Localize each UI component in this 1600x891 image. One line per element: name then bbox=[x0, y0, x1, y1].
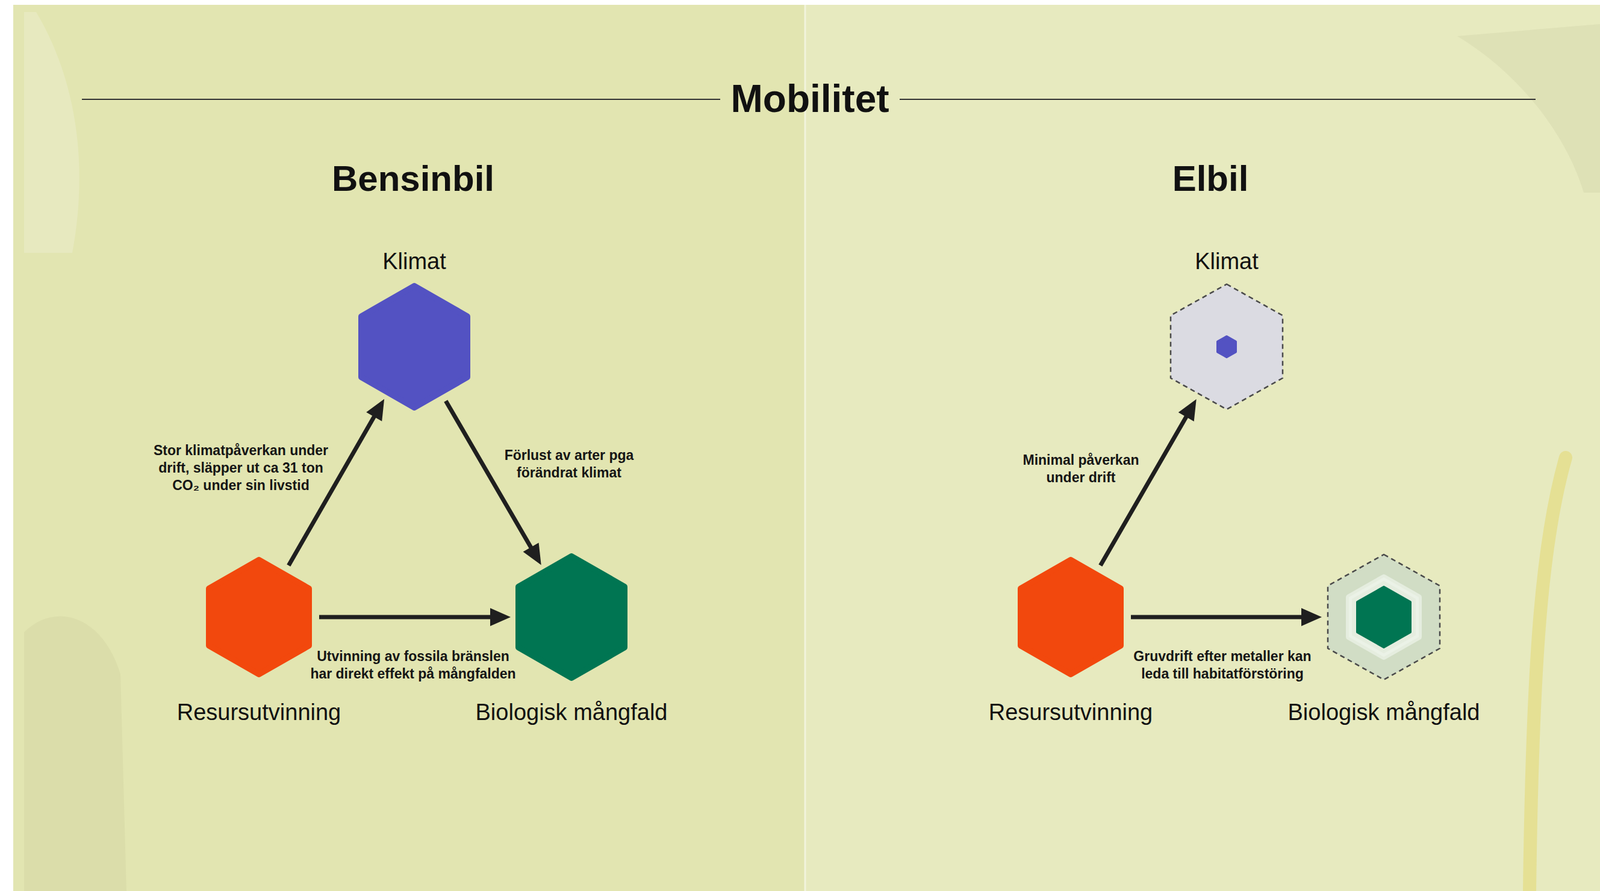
photo-shade bbox=[1457, 24, 1600, 193]
arrow-head bbox=[523, 543, 542, 566]
node-label: Resursutvinning bbox=[177, 699, 341, 726]
photo-shade bbox=[24, 616, 127, 891]
edge-label: Utvinning av fossila bränslen har direkt… bbox=[306, 647, 520, 683]
arrow-head bbox=[1301, 608, 1322, 627]
title-rule bbox=[899, 98, 1536, 100]
edge-label: Förlust av arter pga förändrat klimat bbox=[499, 446, 639, 482]
arrow-head bbox=[1178, 399, 1197, 422]
node-label: Biologisk mångfald bbox=[1288, 699, 1481, 726]
panel-heading: Elbil bbox=[1172, 157, 1249, 200]
slide-title: Mobilitet bbox=[730, 76, 889, 122]
arrow-connector bbox=[1130, 608, 1322, 627]
hexagon-node: Resursutvinning bbox=[205, 557, 312, 678]
node-label: Klimat bbox=[382, 248, 447, 275]
dashed-hexagon bbox=[1327, 554, 1440, 680]
panel-divider bbox=[804, 4, 807, 891]
hexagon-node: Biologisk mångfald bbox=[515, 553, 628, 682]
hexagon-shape bbox=[1017, 557, 1124, 678]
title-rule bbox=[81, 98, 721, 100]
arrow-connector bbox=[445, 401, 541, 566]
hexagon-shape bbox=[1169, 283, 1284, 411]
hexagon-shape bbox=[358, 283, 471, 411]
solid-hexagon bbox=[361, 286, 468, 408]
hexagon-node: Resursutvinning bbox=[1017, 557, 1124, 678]
node-label: Biologisk mångfald bbox=[475, 699, 668, 726]
solid-hexagon bbox=[208, 560, 309, 675]
node-label: Klimat bbox=[1194, 248, 1259, 275]
hexagon-shape bbox=[205, 557, 312, 678]
charging-cable bbox=[1529, 457, 1566, 891]
hexagon-glow bbox=[1348, 577, 1419, 657]
photo-highlight bbox=[24, 12, 80, 253]
hexagon-shape bbox=[515, 553, 628, 682]
right-panel bbox=[805, 4, 1600, 891]
solid-hexagon bbox=[1020, 560, 1121, 675]
edge-label: Gruvdrift efter metaller kan leda till h… bbox=[1120, 647, 1325, 683]
panel-heading: Bensinbil bbox=[331, 157, 495, 200]
inner-hexagon bbox=[1217, 336, 1236, 358]
arrow-head bbox=[366, 399, 385, 422]
dashed-hexagon bbox=[1170, 284, 1283, 410]
connector-line bbox=[1130, 615, 1304, 620]
hexagon-node: Klimat bbox=[358, 283, 471, 411]
node-label: Resursutvinning bbox=[988, 699, 1153, 726]
edge-label: Minimal påverkan under drift bbox=[1020, 451, 1142, 487]
inner-hexagon bbox=[1357, 587, 1411, 648]
edge-label: Stor klimatpåverkan under drift, släpper… bbox=[150, 442, 332, 495]
hexagon-node: Klimat bbox=[1169, 283, 1284, 411]
solid-hexagon bbox=[518, 556, 625, 679]
arrow-connector bbox=[319, 608, 511, 627]
arrow-head bbox=[490, 608, 511, 627]
connector-line bbox=[1100, 414, 1187, 566]
connector-line bbox=[319, 615, 493, 620]
left-panel bbox=[13, 4, 806, 891]
hexagon-node: Biologisk mångfald bbox=[1326, 553, 1442, 682]
hexagon-shape bbox=[1326, 553, 1442, 682]
